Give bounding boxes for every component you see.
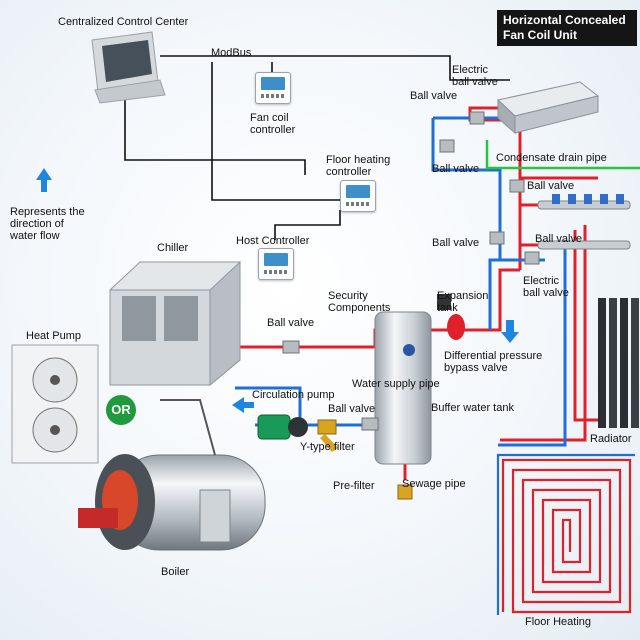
ball-valve-top-label: Ball valve — [410, 90, 458, 102]
sewage-pipe-label: Sewage pipe — [402, 478, 466, 490]
differential-bypass-valve-label: Differential pressure bypass valve — [444, 350, 543, 374]
radiator-label: Radiator — [590, 433, 632, 445]
y-type-filter-label: Y-type filter — [300, 441, 355, 453]
chiller-label: Chiller — [157, 242, 189, 254]
boiler-icon — [78, 399, 266, 551]
ball-valve-chiller-label: Ball valve — [267, 317, 315, 329]
ball-valve-manifold-label: Ball valve — [535, 233, 583, 245]
electric-ball-valve-top-label: Electric ball valve — [452, 64, 498, 88]
manifold-icon — [537, 194, 631, 250]
or-badge: OR — [106, 395, 136, 425]
ball-valve-right-1-label: Ball valve — [527, 180, 575, 192]
pre-filter-icon — [397, 484, 413, 500]
heat-pump-icon — [11, 344, 99, 464]
flow-arrow-legend — [36, 168, 52, 192]
pre-filter-label: Pre-filter — [333, 480, 375, 492]
title-line-2: Fan Coil Unit — [503, 28, 577, 42]
condensate-drain — [485, 140, 640, 170]
floor-heating-coil — [496, 453, 635, 615]
control-center-label: Centralized Control Center — [58, 16, 189, 28]
ball-valve-pump-label: Ball valve — [328, 403, 376, 415]
fan-coil-controller-thermostat-icon — [255, 72, 291, 104]
condensate-drain-label: Condensate drain pipe — [496, 152, 607, 164]
host-controller-thermostat-icon — [258, 248, 294, 280]
circulation-pump-icon — [257, 414, 308, 440]
title-box: Horizontal Concealed Fan Coil Unit — [497, 10, 637, 46]
boiler-label: Boiler — [161, 566, 190, 578]
electric-ball-valve-manifold-label: Electric ball valve — [523, 275, 569, 299]
buffer-tank-icon — [374, 294, 465, 465]
heat-pump-label: Heat Pump — [26, 330, 82, 342]
modbus-label: ModBus — [211, 47, 252, 59]
expansion-tank-label: Expansion tank — [437, 290, 489, 314]
fan-coil-unit-icon — [496, 81, 600, 135]
floor-heating-label: Floor Heating — [525, 616, 592, 628]
y-filter-icon — [317, 419, 338, 452]
fan-coil-controller-label: Fan coil controller — [250, 112, 296, 136]
host-controller-label: Host Controller — [236, 235, 310, 247]
circulation-pump-label: Circulation pump — [252, 389, 335, 401]
water-supply-pipe-label: Water supply pipe — [352, 378, 440, 390]
radiator-body — [598, 298, 639, 428]
chiller-icon — [109, 260, 241, 387]
ball-valve-fcu-return-label: Ball valve — [432, 163, 480, 175]
security-components-label: Security Components — [328, 290, 391, 314]
ball-valves — [282, 111, 540, 431]
flow-arrow-pump — [232, 397, 254, 413]
title-line-1: Horizontal Concealed — [503, 13, 626, 27]
computer-monitor-icon — [91, 31, 166, 104]
ball-valve-left-riser-label: Ball valve — [432, 237, 480, 249]
floor-heating-controller-thermostat-icon — [340, 180, 376, 212]
flow-legend-label: Represents the direction of water flow — [10, 206, 85, 242]
buffer-water-tank-label: Buffer water tank — [431, 402, 514, 414]
floor-heating-controller-label: Floor heating controller — [326, 154, 391, 178]
flow-arrow-bypass — [501, 320, 519, 343]
